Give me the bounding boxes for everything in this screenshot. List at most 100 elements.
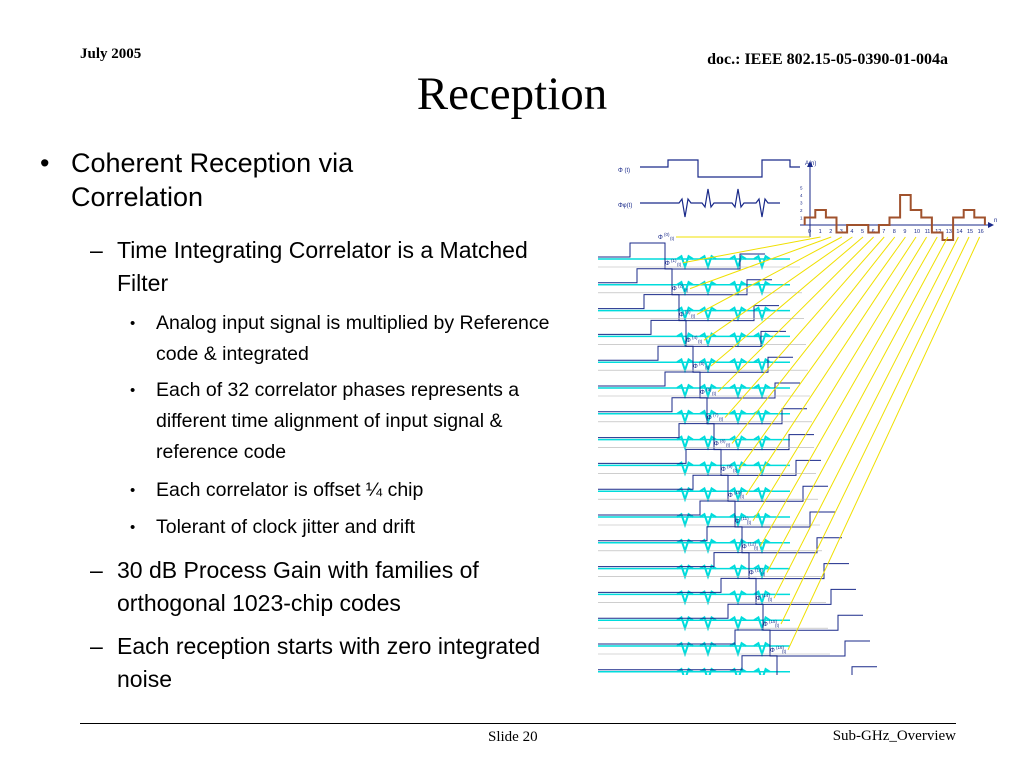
phase-connector-line	[787, 236, 981, 651]
footer-divider	[80, 723, 956, 724]
phase-sub-label: (t)	[705, 365, 710, 370]
correlator-phase-row: Φ(12)(t)	[598, 236, 938, 580]
correlator-phase-row: Φ(6)(t)	[598, 236, 874, 425]
y-tick-label: 5	[800, 186, 803, 191]
phase-connector-line	[689, 236, 832, 290]
phase-symbol: Φ	[735, 519, 740, 525]
phase-reference-code	[598, 474, 828, 502]
phase-connector-line	[738, 236, 906, 470]
x-tick-label: 0	[808, 229, 811, 235]
phase-index-label: (2)	[678, 284, 684, 289]
phase-sub-label: (t)	[754, 546, 759, 551]
phase-symbol: Φ	[700, 390, 705, 396]
phase-signal-pulses	[676, 332, 771, 348]
input-signal-label: Φφ(t)	[618, 203, 632, 209]
phase-reference-code	[598, 294, 779, 322]
x-tick-label: 1	[819, 229, 822, 235]
phase-sub-label: (t)	[726, 442, 731, 447]
correlator-phase-row: Φ(5)(t)	[598, 236, 864, 400]
correlator-phase-row: Φ(2)(t)	[598, 236, 832, 322]
x-tick-label: 11	[925, 229, 931, 235]
phase-sub-label: (t)	[740, 494, 745, 499]
phase-symbol: Φ	[763, 622, 768, 628]
phase-symbol: Φ	[742, 545, 747, 551]
bullet-marker: –	[90, 633, 103, 659]
phase-reference-code	[598, 603, 863, 631]
y-tick-label: 2	[800, 208, 803, 213]
phase-symbol: Φ	[707, 416, 712, 422]
phase-sub-label: (t)	[768, 597, 773, 602]
x-tick-label: 5	[861, 229, 864, 235]
reference-code-waveform	[640, 159, 800, 178]
phase-sub-label: (t)	[782, 649, 787, 654]
correlator-phase-row: Φ(10)(t)	[598, 236, 917, 529]
phase-index-label: (4)	[692, 335, 698, 340]
input-signal-waveform	[640, 188, 780, 218]
correlator-phase-row: Φ(16)(t)	[598, 236, 981, 675]
phase-connector-line	[710, 236, 864, 367]
phase-symbol: Φ	[665, 261, 670, 267]
bullet-text: Analog input signal is multiplied by Ref…	[156, 312, 550, 365]
phase-index-label: (1)	[671, 258, 677, 263]
correlation-output-bars	[803, 194, 986, 241]
phase-connector-line	[696, 236, 843, 315]
x-axis-label: n	[994, 218, 997, 224]
phase-symbol: Φ	[721, 467, 726, 473]
y-tick-label: 4	[800, 193, 803, 198]
phase-sub-label: (t)	[733, 468, 738, 473]
bullet-text: Time Integrating Correlator is a Matched…	[117, 237, 528, 296]
phase-index-label: (11)	[741, 516, 749, 521]
y-axis-label: A(n)	[805, 161, 816, 167]
x-tick-label: 9	[903, 229, 906, 235]
phase-index-label: (9)	[727, 464, 733, 469]
phase-index-label: (5)	[699, 361, 705, 366]
phase-sub-label: (t)	[712, 391, 717, 396]
phase-sub-label: (t)	[677, 262, 682, 267]
x-axis-arrow	[988, 222, 994, 228]
phase-reference-code	[598, 423, 814, 451]
bullet-marker: •	[40, 148, 50, 178]
phase-signal-pulses	[676, 641, 771, 658]
phase-reference-code	[598, 448, 821, 476]
phase-symbol: Φ	[658, 235, 663, 241]
phase-reference-code	[598, 500, 835, 528]
header-doc-id: doc.: IEEE 802.15-05-0390-01-004a	[707, 51, 948, 68]
bullet-marker: •	[130, 519, 136, 536]
phase-connector-line	[682, 236, 821, 264]
bullet-marker: •	[130, 482, 136, 499]
phase-index-label: (14)	[762, 593, 771, 598]
phase-signal-pulses	[676, 280, 771, 296]
phase-reference-code	[598, 319, 786, 347]
correlator-phase-row: Φ(1)(t)	[598, 236, 821, 296]
x-tick-label: 15	[967, 229, 973, 235]
phase-sub-label: (t)	[747, 520, 752, 525]
phase-connector-line	[766, 236, 949, 573]
bullet-text: Each of 32 correlator phases represents …	[156, 379, 520, 463]
phase-sub-label: (t)	[719, 417, 724, 422]
correlator-phase-row: Φ(7)(t)	[598, 236, 885, 451]
phase-symbol: Φ	[770, 648, 775, 654]
phase-index-label: (8)	[720, 438, 726, 443]
x-tick-label: 4	[850, 229, 853, 235]
correlator-phase-row: Φ(15)(t)	[598, 236, 970, 658]
reference-code-label: Φ (t)	[618, 168, 630, 174]
phase-index-label: (7)	[713, 413, 719, 418]
phase-connector-line	[752, 236, 928, 522]
phase-index-label: (13)	[755, 567, 764, 572]
phase-symbol: Φ	[714, 441, 719, 447]
phase-symbol: Φ	[728, 493, 733, 499]
correlator-phase-row: Φ(9)(t)	[598, 236, 906, 503]
y-tick-label: 1	[800, 216, 803, 221]
phase-connector-line	[759, 236, 938, 547]
x-tick-label: 2	[829, 229, 832, 235]
bullet-text: 30 dB Process Gain with families of orth…	[117, 557, 479, 616]
y-axis-arrow	[807, 161, 813, 167]
phase-sub-label: (t)	[684, 288, 689, 293]
phase-connector-line	[773, 236, 959, 599]
phase-connector-line	[780, 236, 970, 625]
phase-connector-line	[745, 236, 917, 496]
correlator-phase-row: Φ (13) (t)	[598, 236, 949, 606]
x-tick-label: 13	[946, 229, 952, 235]
correlator-phase-row: Φ (4) (t)	[598, 236, 853, 374]
